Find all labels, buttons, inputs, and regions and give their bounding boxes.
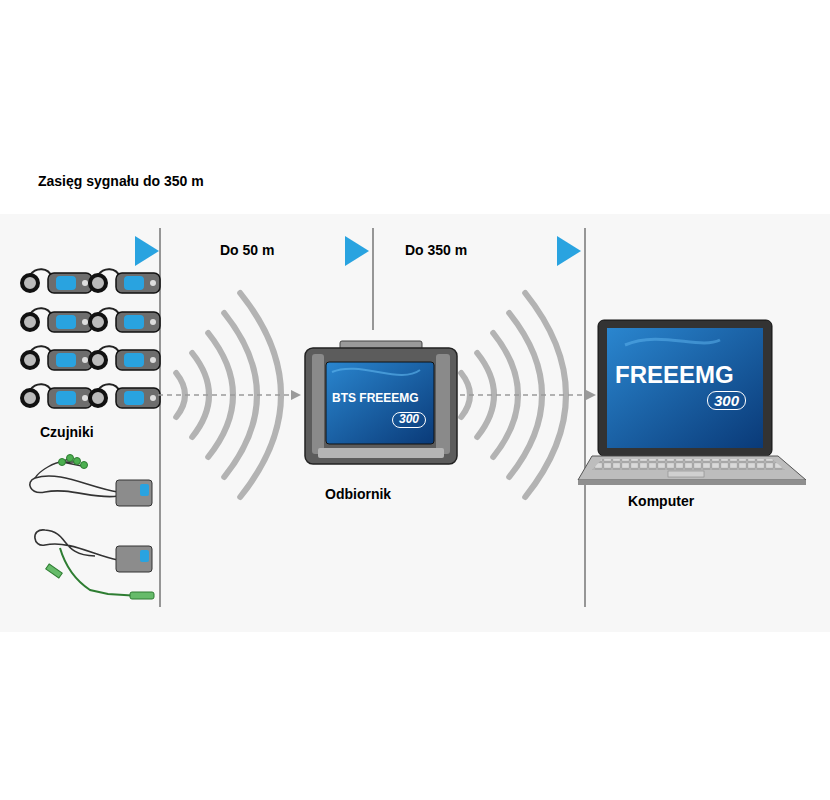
illustration-part [48, 350, 92, 370]
sensor [22, 346, 92, 370]
illustration-part [48, 312, 92, 332]
illustration-part [135, 236, 159, 266]
illustration-part [82, 280, 88, 286]
screen-model: 300 [392, 412, 426, 428]
sensor [22, 384, 92, 408]
sensor [90, 269, 160, 293]
illustration-part [598, 320, 772, 456]
illustration-part [124, 276, 144, 290]
illustration-part [345, 236, 369, 266]
laptop [578, 320, 806, 485]
sensor [22, 308, 92, 332]
screen-brand: BTS FREEEMG [332, 392, 419, 406]
illustration-part [116, 388, 160, 408]
illustration-part [22, 390, 38, 406]
illustration-part [372, 228, 373, 330]
illustration-part [150, 319, 156, 325]
illustration-part [578, 480, 806, 485]
illustration-part [436, 354, 450, 454]
illustration-part [140, 484, 149, 496]
illustration-part [116, 273, 160, 293]
screen-brand: FREEEMG [615, 361, 734, 389]
illustration-part [130, 592, 154, 599]
illustration-part [124, 353, 144, 367]
illustration-part [557, 236, 581, 266]
illustration-part [578, 456, 806, 480]
receiver-box: BTS FREEEMG 300Odbiornik [300, 338, 460, 513]
receiver-device [305, 341, 457, 464]
node-label: Komputer [628, 493, 694, 509]
illustration-part [81, 462, 88, 469]
screen-model: 300 [707, 391, 746, 410]
illustration-part [82, 357, 88, 363]
node-label: Czujniki [40, 424, 94, 440]
divider [160, 228, 585, 607]
computer-box: FREEEMG 300Komputer [595, 315, 810, 520]
sensor [90, 384, 160, 408]
illustration-part [116, 480, 152, 506]
illustration-part [82, 319, 88, 325]
illustration-part [607, 328, 763, 448]
illustration-part [150, 280, 156, 286]
illustration-part [305, 348, 457, 464]
range-label: Do 50 m [220, 242, 274, 258]
illustration-part [22, 314, 38, 330]
illustration-part [124, 315, 144, 329]
illustration-part [116, 312, 160, 332]
sensor [90, 346, 160, 370]
direction-triangle [135, 236, 581, 266]
illustration-part [35, 458, 82, 478]
illustration-part [332, 369, 420, 375]
illustration-part [668, 471, 704, 477]
illustration-part [625, 339, 720, 345]
illustration-part [56, 276, 76, 290]
range-label: Do 350 m [405, 242, 467, 258]
diagram-title: Zasięg sygnału do 350 m [38, 173, 204, 189]
illustration-part [67, 455, 74, 462]
illustration-part [46, 564, 63, 578]
illustration-part [48, 273, 92, 293]
illustration-part [90, 352, 106, 368]
node-label: Odbiornik [325, 486, 391, 502]
illustration-part [150, 357, 156, 363]
illustration-part [22, 275, 38, 291]
illustration-part [150, 395, 156, 401]
illustration-part [82, 395, 88, 401]
sensor-group: Czujniki [18, 262, 158, 612]
sensor-group [22, 269, 160, 408]
illustration-part [56, 391, 76, 405]
illustration-part [140, 550, 149, 562]
illustration-part [312, 354, 324, 454]
wired-sensor [30, 455, 154, 600]
illustration-part [584, 228, 585, 607]
illustration-part [592, 459, 785, 470]
sensor [90, 308, 160, 332]
sensor [22, 269, 92, 293]
illustration-part [124, 391, 144, 405]
illustration-part [59, 459, 66, 466]
illustration-part [56, 353, 76, 367]
illustration-part [326, 362, 434, 444]
wave-arc [208, 333, 233, 457]
illustration-part [318, 448, 444, 458]
illustration-part [74, 458, 81, 465]
illustration-part [35, 530, 118, 560]
illustration-part [116, 546, 152, 572]
panel [0, 214, 830, 632]
illustration-part [90, 275, 106, 291]
illustration-part [48, 388, 92, 408]
illustration-part [56, 315, 76, 329]
illustration-part [90, 390, 106, 406]
illustration-part [116, 350, 160, 370]
illustration-part [30, 476, 118, 497]
wireless-link [460, 394, 595, 396]
illustration-part [22, 352, 38, 368]
wireless-link [158, 394, 300, 396]
illustration-part [90, 314, 106, 330]
